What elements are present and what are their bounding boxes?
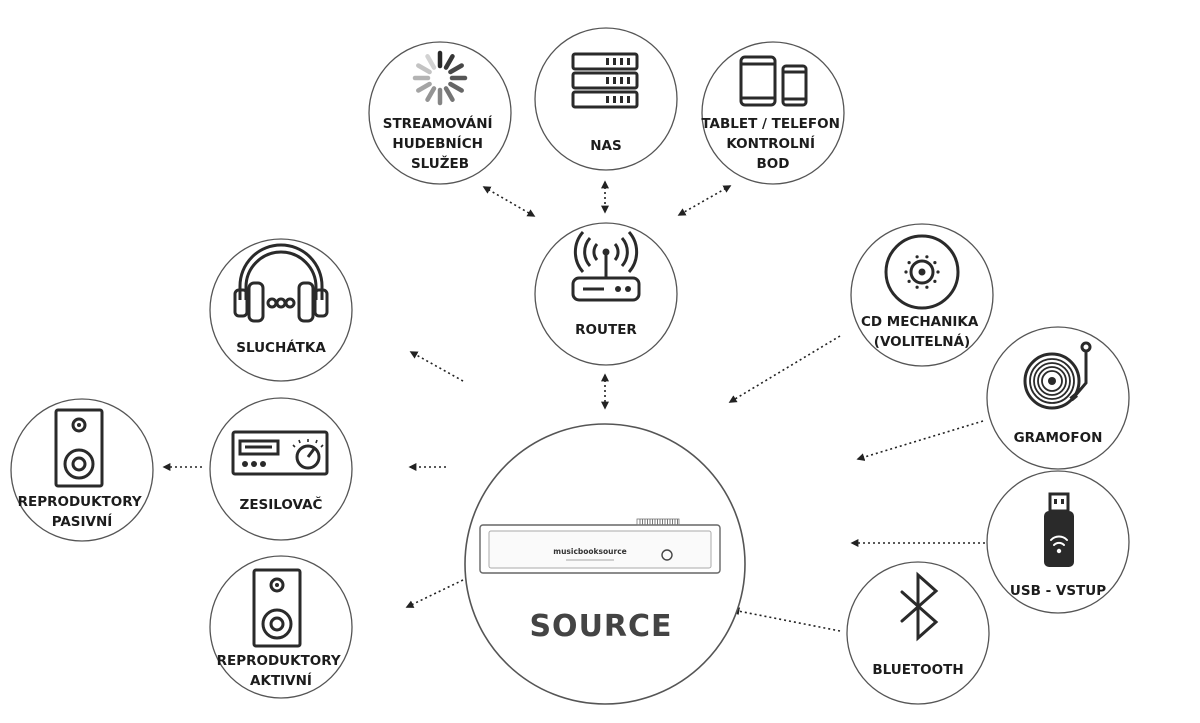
- node-label: TABLET / TELEFON KONTROLNÍ BOD: [701, 116, 844, 172]
- speaker-icon: [54, 408, 104, 488]
- node-source: musicbooksource SOURCE: [464, 423, 746, 705]
- source-label: SOURCE: [529, 609, 672, 644]
- bluetooth-icon: [900, 571, 939, 642]
- node-active-speakers: REPRODUKTORY AKTIVNÍ: [209, 555, 353, 699]
- power-button-icon: [661, 549, 673, 561]
- tablet-phone-icon: [739, 55, 808, 107]
- loading-spinner-icon: [412, 50, 468, 106]
- node-label: REPRODUKTORY AKTIVNÍ: [217, 653, 346, 689]
- headphones-icon: [233, 243, 329, 323]
- wifi-router-icon: [571, 231, 641, 302]
- arrow-source-headphones: [409, 351, 464, 382]
- node-nas: NAS: [534, 27, 678, 171]
- vent-grille: [636, 518, 680, 526]
- node-usb: USB - VSTUP: [986, 470, 1130, 614]
- arrow-gramofon-source: [856, 420, 984, 461]
- node-label: REPRODUKTORY PASIVNÍ: [18, 494, 147, 530]
- node-label: GRAMOFON: [1014, 430, 1103, 446]
- node-bluetooth: BLUETOOTH: [846, 561, 990, 705]
- amplifier-icon: [231, 430, 329, 476]
- arrow-tablet-router: [677, 185, 732, 216]
- node-gramofon: GRAMOFON: [986, 326, 1130, 470]
- node-label: CD MECHANIKA (VOLITELNÁ): [861, 314, 983, 350]
- node-amplifier: ZESILOVAČ: [209, 397, 353, 541]
- device-brand: musicbooksource: [553, 547, 626, 556]
- source-device-image: musicbooksource: [479, 518, 721, 574]
- node-label: USB - VSTUP: [1010, 583, 1106, 599]
- node-label: BLUETOOTH: [872, 662, 963, 678]
- node-tablet: TABLET / TELEFON KONTROLNÍ BOD: [701, 41, 845, 185]
- arrow-cd-source: [728, 335, 841, 403]
- node-label: SLUCHÁTKA: [236, 339, 326, 356]
- node-label: STREAMOVÁNÍ HUDEBNÍCH SLUŽEB: [383, 115, 498, 172]
- arrow-streaming-router: [482, 186, 536, 217]
- arrow-source-active: [405, 579, 464, 608]
- speaker-icon: [252, 568, 302, 648]
- node-headphones: SLUCHÁTKA: [209, 238, 353, 382]
- node-router: ROUTER: [534, 222, 678, 366]
- node-label: ROUTER: [575, 322, 637, 338]
- node-streaming: STREAMOVÁNÍ HUDEBNÍCH SLUŽEB: [368, 41, 512, 185]
- node-label: ZESILOVAČ: [240, 495, 323, 513]
- turntable-icon: [1023, 341, 1092, 410]
- cd-disc-icon: [884, 234, 960, 310]
- arrow-bluetooth-source: [731, 607, 841, 632]
- node-label: NAS: [590, 138, 621, 154]
- node-passive-speakers: REPRODUKTORY PASIVNÍ: [10, 398, 154, 542]
- connections: [162, 180, 985, 632]
- server-rack-icon: [571, 52, 639, 109]
- node-cd: CD MECHANIKA (VOLITELNÁ): [850, 223, 994, 367]
- usb-stick-icon: [1044, 492, 1074, 567]
